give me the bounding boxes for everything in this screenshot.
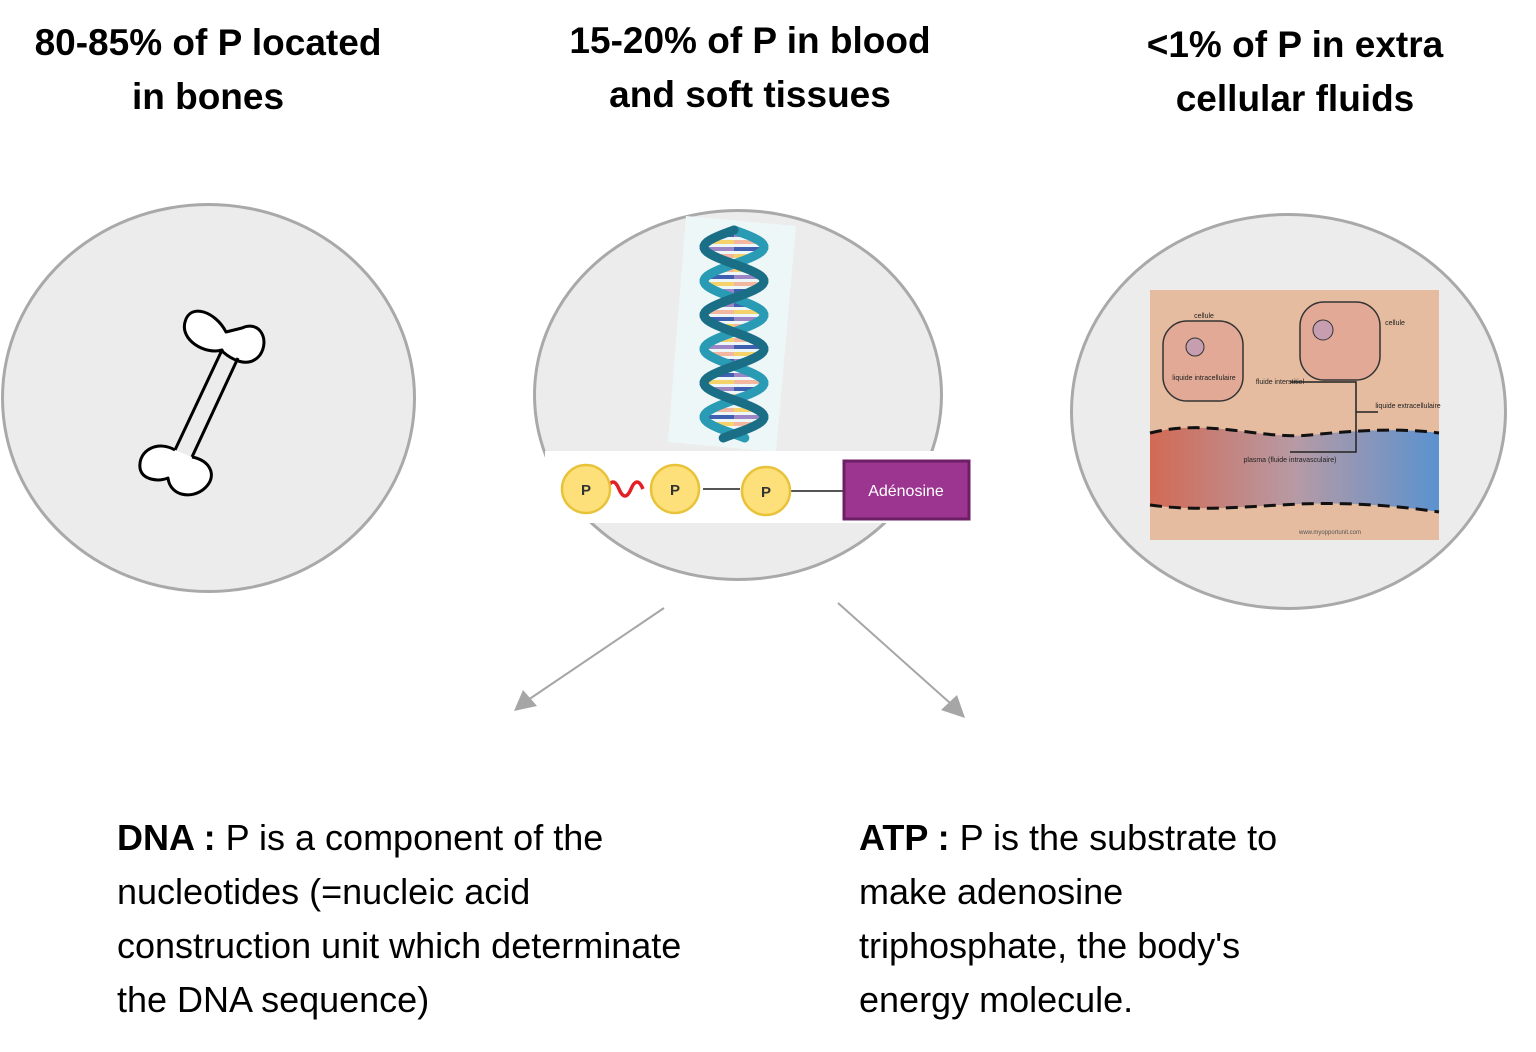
adenosine-box: [842, 459, 971, 521]
heading-blood-soft-tissues: 15-20% of P in blood and soft tissues: [569, 20, 931, 115]
label-extracellular: liquide extracellulaire: [1375, 403, 1440, 410]
extracellular-fluid-diagram: cellule cellule liquide intracellulaire …: [1149, 290, 1441, 540]
arrow-to-atp: [837, 602, 965, 718]
atp-caption-title: ATP :: [859, 817, 950, 858]
heading-extracellular-fluids: <1% of P in extra cellular fluids: [1146, 24, 1444, 119]
phosphate-3-label: P: [761, 484, 771, 501]
phosphate-2-label: P: [670, 482, 680, 499]
bone-icon: [138, 309, 266, 497]
phosphate-1-label: P: [581, 482, 591, 499]
arrow-to-dna: [514, 607, 665, 711]
atp-caption-text: P is the substrate to make adenosine tri…: [859, 817, 1278, 1020]
phosphate-1: [560, 463, 612, 515]
label-cell-1: cellule: [1194, 313, 1214, 320]
atp-molecule-diagram: P P P Adénosine: [545, 451, 985, 523]
label-interstitial: fluide interstitiel: [1256, 379, 1305, 386]
nucleus-right: [1312, 319, 1334, 341]
dna-caption-text: P is a component of the nucleotides (=nu…: [117, 817, 682, 1020]
heading-bones: 80-85% of P located in bones: [34, 22, 382, 117]
dna-caption: DNA : P is a component of the nucleotide…: [117, 811, 697, 1027]
label-source: www.myopportunit.com: [1298, 530, 1361, 536]
label-intracellular: liquide intracellulaire: [1172, 375, 1236, 382]
phosphate-3: [740, 465, 792, 517]
adenosine-label: Adénosine: [868, 483, 944, 500]
label-cell-2: cellule: [1385, 320, 1405, 327]
atp-caption: ATP : P is the substrate to make adenosi…: [859, 811, 1339, 1027]
bones-circle: [1, 203, 416, 593]
cell-left: [1162, 320, 1244, 402]
dna-helix-icon: [668, 216, 796, 452]
nucleus-left: [1185, 337, 1205, 357]
high-energy-bond: [605, 480, 645, 498]
phosphate-2: [649, 463, 701, 515]
dna-caption-title: DNA :: [117, 817, 216, 858]
label-plasma: plasma (fluide intravasculaire): [1244, 457, 1337, 464]
